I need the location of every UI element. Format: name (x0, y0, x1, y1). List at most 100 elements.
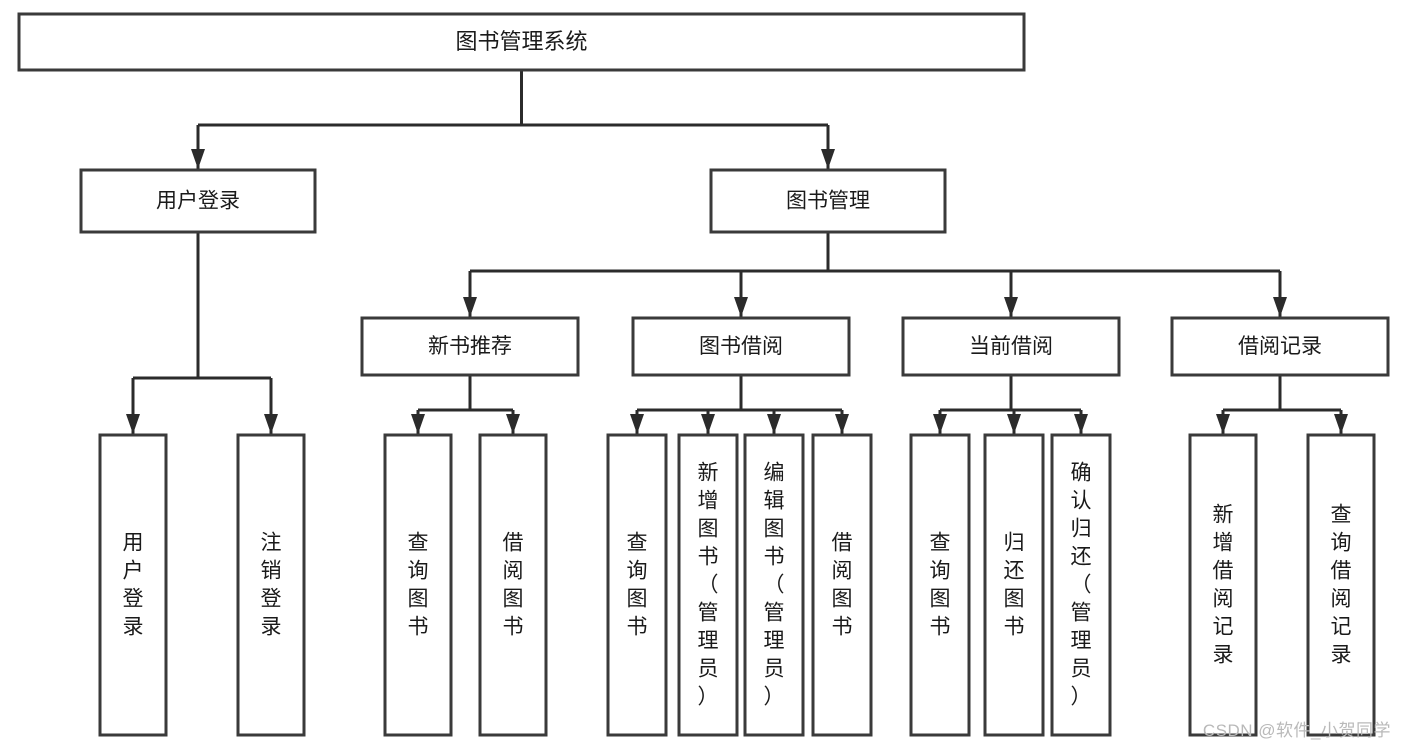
node-label: 用户登录 (156, 190, 240, 213)
node-label-char: 书 (408, 616, 429, 639)
node-label: 当前借阅 (969, 335, 1053, 358)
node-label-char: 理 (764, 630, 785, 653)
node-label-char: 询 (1331, 532, 1352, 555)
node-label-char: 图 (627, 588, 648, 611)
node-label-char: 编 (764, 462, 785, 485)
node-label-char: 新 (698, 462, 719, 485)
node-label-char: 录 (1331, 644, 1352, 667)
node-box (901, 316, 1121, 377)
arrow-head-icon (933, 414, 947, 434)
arrow-head-icon (191, 149, 205, 169)
node-level2-0[interactable]: 用户登录 (79, 168, 317, 234)
node-label-char: 记 (1331, 616, 1352, 639)
node-label-char: 询 (408, 560, 429, 583)
node-box (709, 168, 947, 234)
node-label-char: 借 (1331, 560, 1352, 583)
node-label-char: 还 (1004, 560, 1025, 583)
node-label-char: 注 (261, 532, 282, 555)
node-label-char: 图 (698, 518, 719, 541)
node-box (1306, 433, 1376, 737)
node-label-char: 新 (1213, 504, 1234, 527)
node-label-char: 书 (698, 546, 719, 569)
node-leaf-0[interactable]: 用户登录 (98, 433, 168, 737)
nodes-layer: 图书管理系统用户登录图书管理新书推荐图书借阅当前借阅借阅记录用户登录注销登录查询… (17, 12, 1390, 737)
node-label-char: 书 (764, 546, 785, 569)
node-box (743, 433, 805, 737)
node-level2-1[interactable]: 图书管理 (709, 168, 947, 234)
node-box (478, 433, 548, 737)
node-level3-3[interactable]: 借阅记录 (1170, 316, 1390, 377)
arrow-head-icon (767, 414, 781, 434)
node-level3-2[interactable]: 当前借阅 (901, 316, 1121, 377)
node-label-char: 录 (123, 616, 144, 639)
arrow-head-icon (506, 414, 520, 434)
node-label-char: 认 (1071, 490, 1092, 513)
node-label-char: 书 (1004, 616, 1025, 639)
node-label-char: 借 (503, 532, 524, 555)
node-label-char: 查 (408, 532, 429, 555)
node-label-char: 图 (503, 588, 524, 611)
node-label-char: 员 (1071, 658, 1092, 681)
node-label-char: 询 (930, 560, 951, 583)
node-box (909, 433, 971, 737)
node-box (631, 316, 851, 377)
node-label-char: 员 (764, 658, 785, 681)
node-label-char: 阅 (1213, 588, 1234, 611)
node-label-char: 记 (1213, 616, 1234, 639)
node-label-char: 录 (1213, 644, 1234, 667)
node-label-char: 管 (1071, 602, 1092, 625)
node-box (79, 168, 317, 234)
node-box (236, 433, 306, 737)
node-label-char: 确 (1071, 462, 1092, 485)
node-level3-0[interactable]: 新书推荐 (360, 316, 580, 377)
node-label-char: 书 (503, 616, 524, 639)
arrow-head-icon (411, 414, 425, 434)
node-box (17, 12, 1026, 72)
node-label-char: 管 (698, 602, 719, 625)
arrow-head-icon (835, 414, 849, 434)
arrow-head-icon (1334, 414, 1348, 434)
node-label-char: 登 (261, 588, 282, 611)
node-label-char: 查 (930, 532, 951, 555)
arrow-head-icon (463, 297, 477, 317)
node-label-char: 书 (930, 616, 951, 639)
node-label-char: 查 (1331, 504, 1352, 527)
node-label-char: 阅 (503, 560, 524, 583)
node-label-char: 还 (1071, 546, 1092, 569)
node-root-0[interactable]: 图书管理系统 (17, 12, 1026, 72)
arrow-head-icon (630, 414, 644, 434)
node-label-char: 询 (627, 560, 648, 583)
arrow-head-icon (264, 414, 278, 434)
node-box (1170, 316, 1390, 377)
node-label-char: 图 (764, 518, 785, 541)
node-label-char: ） (698, 686, 719, 709)
node-label-char: 阅 (832, 560, 853, 583)
node-label-char: 借 (1213, 560, 1234, 583)
node-label-char: 书 (832, 616, 853, 639)
node-label-char: ） (1071, 686, 1092, 709)
node-label-char: 户 (123, 560, 144, 583)
node-level3-1[interactable]: 图书借阅 (631, 316, 851, 377)
node-box (360, 316, 580, 377)
node-label-char: 图 (408, 588, 429, 611)
node-box (98, 433, 168, 737)
node-label-char: 归 (1004, 532, 1025, 555)
connectors-layer (126, 70, 1348, 434)
node-label-char: 销 (261, 560, 282, 583)
node-label-char: 借 (832, 532, 853, 555)
node-label-char: （ (1071, 574, 1092, 597)
node-label-char: 增 (1213, 532, 1234, 555)
